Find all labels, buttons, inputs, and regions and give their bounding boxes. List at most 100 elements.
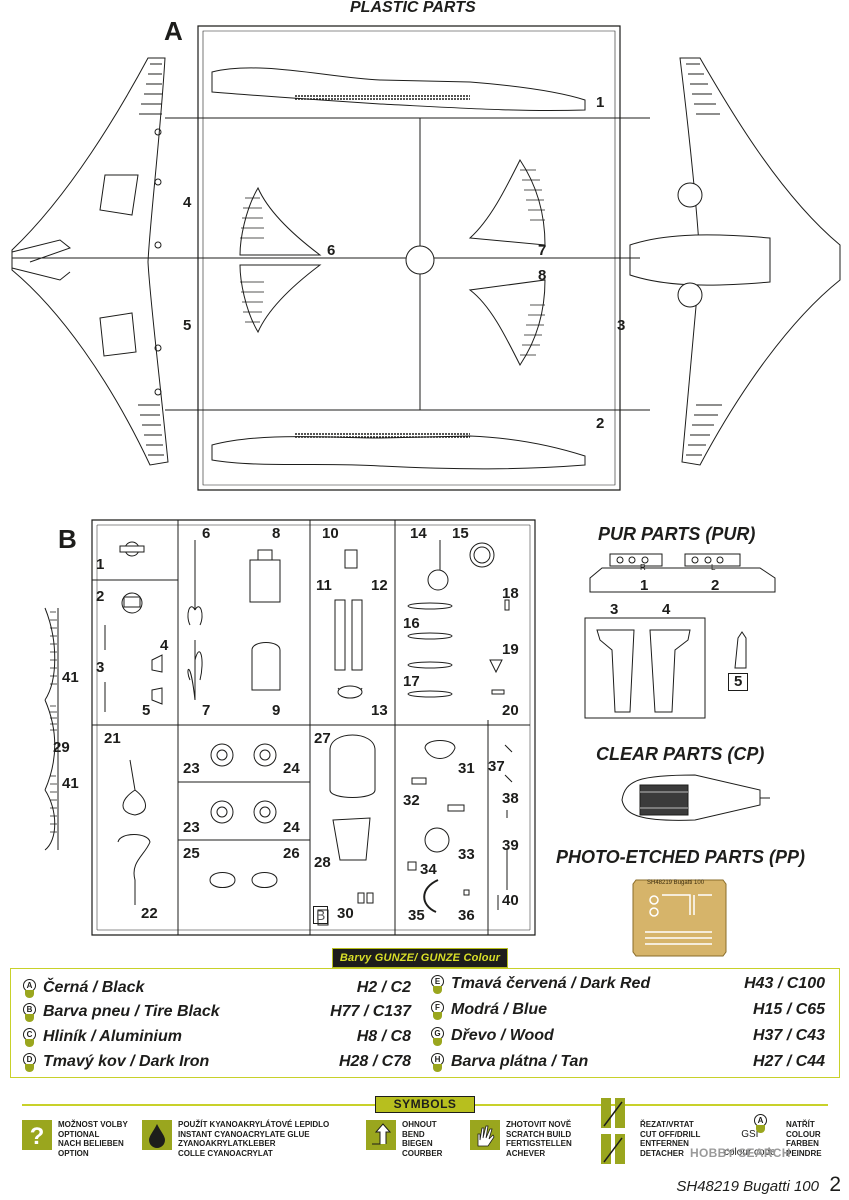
colour-code: H37 / C43 bbox=[752, 1027, 825, 1044]
colour-table: A Černá / Black H2 / C2 B Barva pneu / T… bbox=[10, 968, 840, 1078]
sprue-b-part-number: 26 bbox=[283, 845, 300, 862]
pur-part-number: 4 bbox=[662, 601, 671, 618]
colour-name: Hliník / Aluminium bbox=[43, 1028, 182, 1045]
sprue-b-part-number: 33 bbox=[458, 846, 475, 863]
colour-letter-badge: D bbox=[21, 1053, 36, 1072]
svg-text:?: ? bbox=[30, 1123, 45, 1150]
sprue-b-part-number: 29 bbox=[53, 739, 70, 756]
sprue-a-part-number: 7 bbox=[538, 242, 547, 259]
sprue-a-part-number: 3 bbox=[617, 317, 626, 334]
colour-name: Tmavá červená / Dark Red bbox=[451, 975, 651, 992]
sprue-b-part-number: 37 bbox=[488, 758, 505, 775]
gsi-letter-badge: A bbox=[752, 1114, 767, 1133]
colour-code: H77 / C137 bbox=[330, 1003, 411, 1020]
clear-parts-drawing bbox=[621, 774, 770, 821]
colour-letter-badge: B bbox=[21, 1003, 36, 1022]
sprue-b-part-number: 9 bbox=[272, 702, 281, 719]
sprue-b-part-number: 40 bbox=[502, 892, 519, 909]
colour-code: H28 / C78 bbox=[338, 1053, 411, 1070]
pur-part-number: 5 bbox=[728, 673, 749, 691]
optional-label: MOŽNOST VOLBY OPTIONAL NACH BELIEBEN OPT… bbox=[58, 1120, 128, 1158]
colour-code: H2 / C2 bbox=[356, 979, 411, 996]
left-wing-part bbox=[11, 57, 169, 466]
scratch-build-label: ZHOTOVIT NOVĚ SCRATCH BUILD FERTIGSTELLE… bbox=[506, 1120, 572, 1158]
colour-code: H43 / C100 bbox=[744, 975, 825, 992]
pur-part-number: 1 bbox=[640, 577, 649, 594]
sprue-b-part-number: 7 bbox=[202, 702, 211, 719]
colour-header: Barvy GUNZE/ GUNZE Colour No. bbox=[332, 948, 508, 982]
colour-row: B Barva pneu / Tire Black H77 / C137 bbox=[21, 1001, 411, 1025]
sprue-a-letter: A bbox=[164, 16, 183, 46]
sprue-b-part-number: 38 bbox=[502, 790, 519, 807]
colour-letter-badge: E bbox=[429, 975, 444, 994]
colour-code: H27 / C44 bbox=[752, 1053, 825, 1070]
sprue-b-part-number: 10 bbox=[322, 525, 339, 542]
sprue-a-part-number: 4 bbox=[183, 194, 192, 211]
sprue-b-part-number: 11 bbox=[316, 577, 332, 594]
colour-name: Černá / Black bbox=[43, 979, 145, 996]
cut-off-label: ŘEZAT/VRTAT CUT OFF/DRILL ENTFERNEN DETA… bbox=[640, 1120, 701, 1158]
sprue-b-part-number: 14 bbox=[410, 525, 427, 542]
pur-part-number: 3 bbox=[610, 601, 619, 618]
sprue-b-part-number: 20 bbox=[502, 702, 519, 719]
sprue-a-part-number: 8 bbox=[538, 267, 547, 284]
sprue-b-letter: B bbox=[58, 524, 77, 554]
pur-tab-label: L bbox=[711, 563, 716, 572]
watermark: HOBBY SEARCH bbox=[690, 1146, 791, 1160]
colour-row: A Černá / Black H2 / C2 bbox=[21, 977, 411, 1001]
sprue-b-part-number: 41 bbox=[62, 669, 79, 686]
glue-label: POUŽÍT KYANOAKRYLÁTOVÉ LEPIDLO INSTANT C… bbox=[178, 1120, 330, 1158]
sprue-b-drawing bbox=[44, 519, 536, 936]
colour-row: D Tmavý kov / Dark Iron H28 / C78 bbox=[21, 1051, 411, 1075]
colour-letter-badge: G bbox=[429, 1027, 444, 1046]
sprue-b-part-number: 31 bbox=[458, 760, 475, 777]
colour-row: F Modrá / Blue H15 / C65 bbox=[429, 999, 825, 1023]
sprue-b-part-number: 22 bbox=[141, 905, 158, 922]
plastic-parts-title: PLASTIC PARTS bbox=[350, 0, 476, 16]
colour-letter-badge: H bbox=[429, 1053, 444, 1072]
sprue-b-part-number: 21 bbox=[104, 730, 121, 747]
colour-row: C Hliník / Aluminium H8 / C8 bbox=[21, 1026, 411, 1050]
sprue-b-part-number: 17 bbox=[403, 673, 420, 690]
sprue-a-part-number: 2 bbox=[596, 415, 605, 432]
sprue-b-part-number: 4 bbox=[160, 637, 169, 654]
sprue-b-part-number: 30 bbox=[337, 905, 354, 922]
colour-row: H Barva plátna / Tan H27 / C44 bbox=[429, 1051, 825, 1075]
colour-name: Barva pneu / Tire Black bbox=[43, 1003, 220, 1020]
hand-icon bbox=[470, 1120, 500, 1150]
sprue-b-part-number: 1 bbox=[96, 556, 105, 573]
sprue-a-part-number: 6 bbox=[327, 242, 336, 259]
colour-row: E Tmavá červená / Dark Red H43 / C100 bbox=[429, 973, 825, 997]
photo-etched-title: PHOTO-ETCHED PARTS (PP) bbox=[556, 847, 806, 867]
sprue-b-part-number: 5 bbox=[142, 702, 151, 719]
gsi-code-label: GSI colour code bbox=[724, 1129, 776, 1158]
sprue-b-mold-mark: B bbox=[313, 906, 329, 924]
colour-name: Barva plátna / Tan bbox=[451, 1053, 589, 1070]
colour-letter-badge: F bbox=[429, 1001, 444, 1020]
sprue-b-part-number: 24 bbox=[283, 760, 300, 777]
sprue-b-part-number: 13 bbox=[371, 702, 388, 719]
sprue-b-part-number: 35 bbox=[408, 907, 425, 924]
sprue-b-part-number: 3 bbox=[96, 659, 105, 676]
fuselage-half-1 bbox=[211, 67, 586, 112]
footer-model-name: SH48219 Bugatti 100 bbox=[676, 1178, 819, 1195]
sprue-b-part-number: 23 bbox=[183, 819, 200, 836]
optional-icon: ? bbox=[22, 1120, 52, 1150]
tail-right bbox=[468, 159, 546, 246]
sprue-b-part-number: 23 bbox=[183, 760, 200, 777]
sprue-a-part-number: 5 bbox=[183, 317, 192, 334]
sprue-b-part-number: 16 bbox=[403, 615, 420, 632]
pur-parts-title: PUR PARTS (PUR) bbox=[598, 524, 756, 544]
bend-label: OHNOUT BEND BIEGEN COURBER bbox=[402, 1120, 443, 1158]
pur-parts-drawing bbox=[584, 553, 776, 719]
pe-fret-label: SH48219 Bugatti 100 bbox=[647, 880, 705, 886]
sprue-b-part-number: 32 bbox=[403, 792, 420, 809]
sprue-b-part-number: 6 bbox=[202, 525, 211, 542]
sprue-b-part-number: 25 bbox=[183, 845, 200, 862]
sprue-b-part-number: 36 bbox=[458, 907, 475, 924]
pur-tab-label: R bbox=[640, 563, 646, 572]
sprue-b-part-number: 28 bbox=[314, 854, 331, 871]
sprue-b-part-number: 18 bbox=[502, 585, 519, 602]
sprue-b-part-number: 2 bbox=[96, 588, 105, 605]
glue-drop-icon bbox=[142, 1120, 172, 1150]
